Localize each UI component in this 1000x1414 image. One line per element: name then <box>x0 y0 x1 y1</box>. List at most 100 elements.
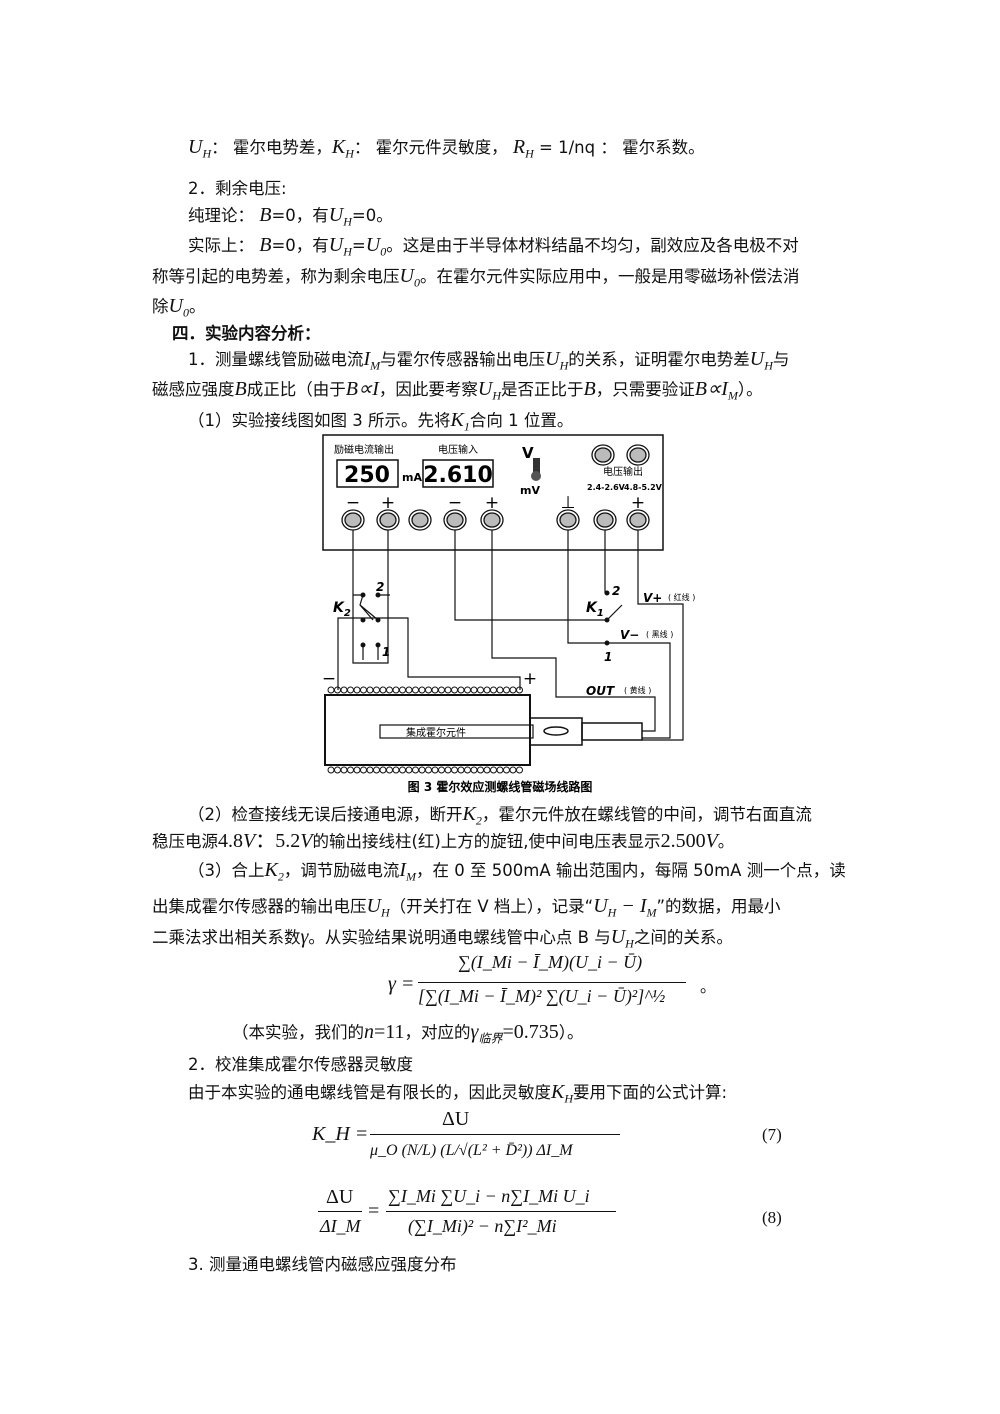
number: =11 <box>374 1021 405 1043</box>
math-symbol: B∝I <box>694 378 728 400</box>
text-line-actual-1: 实际上： B=0，有UH=U0。这是由于半导体材料结晶不均匀，副效应及各电极不对 <box>188 234 799 262</box>
text: ）。 <box>558 1023 584 1042</box>
gamma-lhs: γ = <box>388 973 415 995</box>
k2-pos1: 1 <box>382 645 390 659</box>
coil-turn <box>464 686 471 694</box>
text: ： 霍尔元件灵敏度， <box>353 138 513 157</box>
wire <box>567 520 607 644</box>
text: 的关系，证明霍尔电势差 <box>568 350 750 369</box>
coil-turn <box>392 686 400 694</box>
terminal-socket[interactable] <box>629 512 647 528</box>
math-symbol: γ <box>300 926 309 948</box>
math-symbol: γ <box>470 1021 479 1043</box>
math-subscript: 2 <box>475 813 482 828</box>
terminal-socket[interactable] <box>629 447 647 463</box>
coil-turn <box>347 766 354 774</box>
math-subscript: H <box>564 1091 574 1106</box>
kh-lhs: K_H = <box>312 1123 369 1145</box>
terminal-socket[interactable] <box>344 512 362 528</box>
sign-minus-2: − <box>448 493 462 513</box>
coil-turn <box>490 766 497 774</box>
k2-label: K2 <box>333 600 351 619</box>
coil-turn <box>399 686 406 694</box>
terminal-socket[interactable] <box>483 512 501 528</box>
switch-contacts <box>360 590 610 648</box>
math-subscript: 临界 <box>478 1031 503 1046</box>
text: （2）检查接线无误后接通电源，断开 <box>188 805 463 824</box>
coil-turn <box>516 766 523 774</box>
coil-turn <box>347 686 354 694</box>
text: 称等引起的电势差，称为剩余电压 <box>152 267 400 286</box>
slope-denominator: (∑I_Mi)² − n∑I²_Mi <box>408 1216 557 1236</box>
text: = <box>351 236 366 255</box>
coil-turn <box>327 766 335 774</box>
coil-turn <box>509 766 517 774</box>
terminal-socket[interactable] <box>559 512 577 528</box>
coil-turn <box>379 686 387 694</box>
text: 。 <box>717 832 735 851</box>
terminal-socket[interactable] <box>446 512 464 528</box>
coil-turn <box>418 686 426 694</box>
math-subscript: H <box>764 358 773 373</box>
sign-plus-3: + <box>631 493 645 513</box>
text-line-section-4: 四．实验内容分析： <box>172 323 321 345</box>
terminal-socket[interactable] <box>379 512 397 528</box>
wire <box>337 617 521 690</box>
k1-pos2: 2 <box>612 584 620 598</box>
text: =0，有 <box>271 236 329 255</box>
math-subscript: 2 <box>277 869 284 884</box>
gamma-end: 。 <box>700 979 717 996</box>
text: 。在霍尔元件实际应用中，一般是用零磁场补偿法消 <box>419 267 800 286</box>
label-voltage-input: 电压输入 <box>438 443 478 456</box>
text-line-calib-text: 由于本实验的通电螺线管是有限长的，因此灵敏度KH要用下面的公式计算: <box>188 1081 727 1109</box>
coil-turn <box>360 686 367 694</box>
text-line-defs: UH： 霍尔电势差，KH： 霍尔元件灵敏度， RH = 1/nq ： 霍尔系数。 <box>188 136 705 164</box>
coil-turn <box>444 686 452 694</box>
unit-ma: mA <box>402 471 422 484</box>
gamma-numerator: ∑(I_Mi − Ī_M)(U_i − Ū) <box>458 952 643 972</box>
terminal-socket[interactable] <box>596 512 614 528</box>
math-symbol: U <box>545 348 560 370</box>
coil-turn <box>477 766 484 774</box>
text: 。从实验结果说明通电螺线管中心点 B 与 <box>308 928 611 947</box>
text-line-item1-1: 1．测量螺线管励磁电流IM与霍尔传感器输出电压UH的关系，证明霍尔电势差UH与 <box>188 348 789 376</box>
coil-turn <box>379 766 387 774</box>
math-symbol: I <box>363 348 371 370</box>
coil-turn <box>405 766 413 774</box>
text-line-sec2-title: 2．剩余电压: <box>188 178 287 200</box>
coil-turn <box>503 766 510 774</box>
text: 成正比（由于 <box>246 380 346 399</box>
text: （3）合上 <box>188 861 265 880</box>
coil-turn <box>509 686 517 694</box>
coil-turn <box>353 766 361 774</box>
text: = 1/nq ： 霍尔系数。 <box>533 138 705 157</box>
coil-turn <box>470 686 478 694</box>
text: 。 <box>188 297 206 316</box>
coil-turn <box>412 766 419 774</box>
math-subscript: M <box>406 869 417 884</box>
text: 。这是由于半导体材料结晶不均匀，副效应及各电极不对 <box>386 236 799 255</box>
equals: = <box>368 1200 380 1222</box>
text: 磁感应强度 <box>152 380 235 399</box>
math-symbol: K <box>551 1081 565 1103</box>
coil-turn <box>412 686 419 694</box>
coil-turn <box>425 686 432 694</box>
number: ：5.2 <box>255 830 301 852</box>
slope-lhs-numerator: ΔU <box>326 1186 354 1208</box>
coil-plus: + <box>523 669 537 689</box>
equation-number-7: (7) <box>762 1125 782 1144</box>
math-symbol: K <box>450 409 464 431</box>
wire <box>607 642 671 739</box>
v-minus-label: V− <box>620 628 639 642</box>
text: ： 霍尔电势差， <box>211 138 332 157</box>
terminal-socket[interactable] <box>594 447 612 463</box>
text: 与 <box>772 350 790 369</box>
terminal-socket[interactable] <box>411 512 429 528</box>
math-subscript: M <box>727 388 738 403</box>
switch-label-v: V <box>522 444 534 462</box>
text: ，因此要考察 <box>378 380 478 399</box>
toggle-switch[interactable] <box>533 458 540 478</box>
toggle-switch-knob[interactable] <box>531 471 541 481</box>
coil-turn <box>483 766 491 774</box>
text: 1．测量螺线管励磁电流 <box>188 350 364 369</box>
